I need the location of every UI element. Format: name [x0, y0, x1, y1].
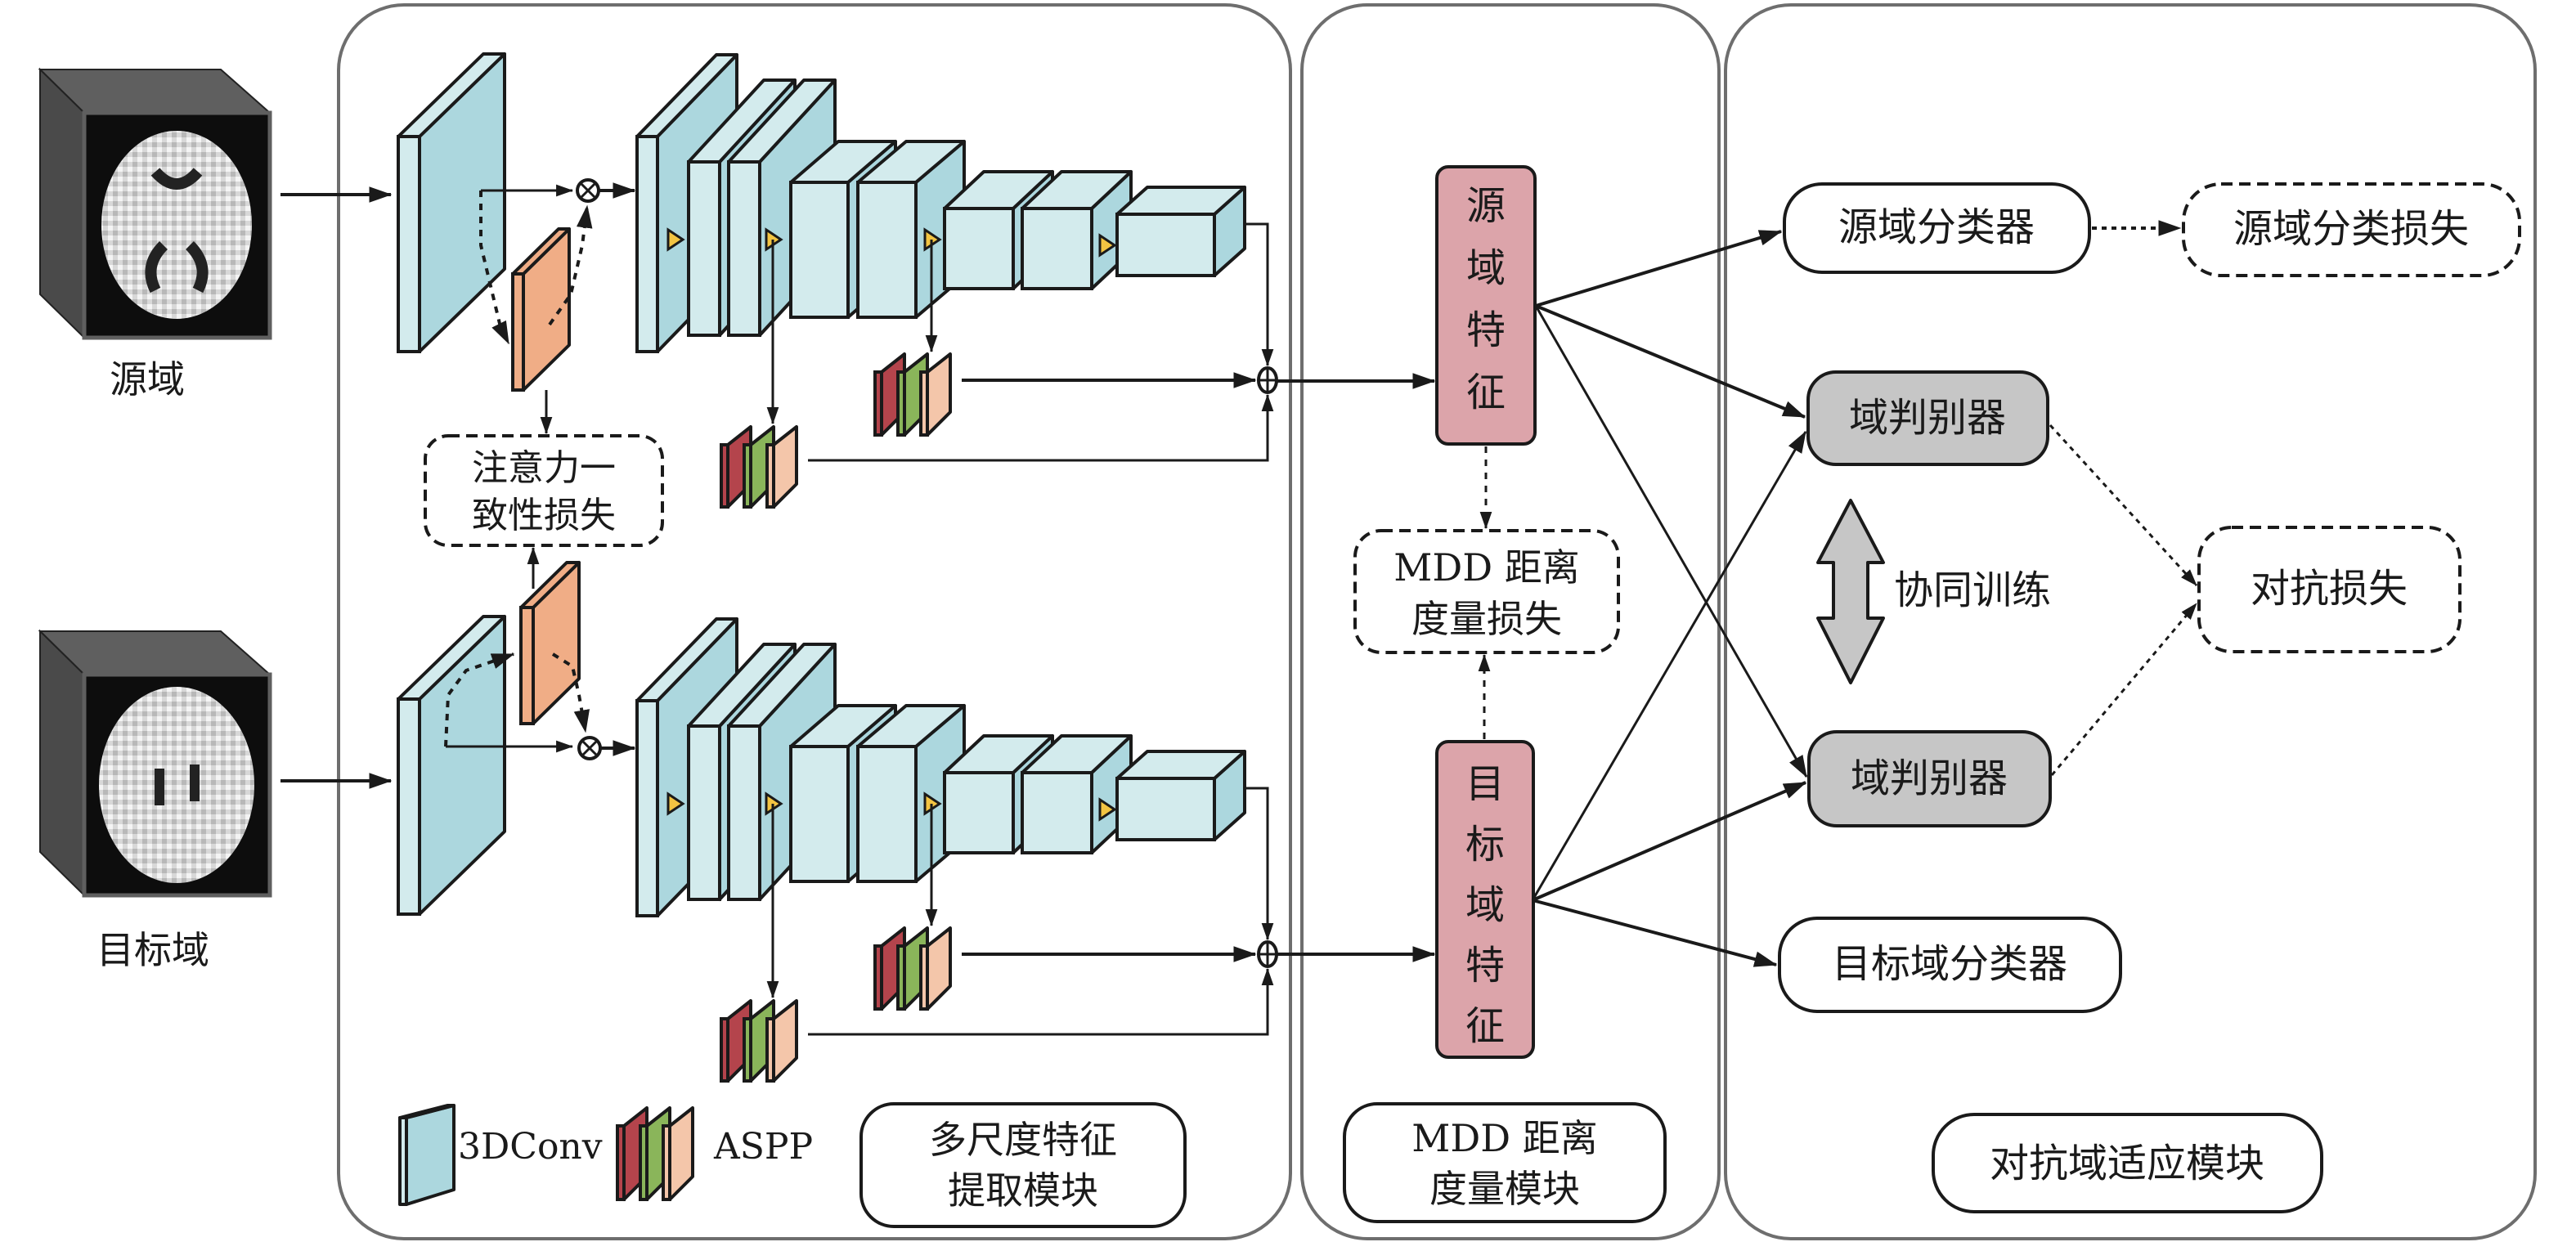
target-brain-volume: [38, 629, 272, 898]
pooling-marker-icon: [666, 227, 685, 252]
legend-3dconv-icon: [398, 1104, 456, 1206]
target-classifier-box: [1778, 917, 2122, 1013]
discriminator-2-to-adversarial-loss-arrow: [2050, 603, 2198, 776]
source-feature-box: [1435, 165, 1537, 446]
target-feature-to-discriminator-1-arrow: [1531, 430, 1807, 901]
mdd-title-line1: MDD 距离: [1411, 1116, 1597, 1160]
discriminator-1-to-adversarial-loss-arrow: [2049, 424, 2198, 587]
source-feature-to-discriminator-2-arrow: [1534, 305, 1808, 778]
deep-feature-to-fuse-arrow: [1245, 222, 1274, 367]
adversarial-loss-box: [2197, 526, 2462, 653]
legend-aspp-icon: [616, 1106, 694, 1201]
attention-dashed-return: [551, 652, 590, 733]
attention-map-slab: [519, 561, 581, 725]
legend-aspp-label: ASPP: [713, 1126, 813, 1168]
source-brain-volume: [38, 67, 272, 340]
feature-label-char: 源: [1466, 183, 1506, 229]
attention-dashed-return: [548, 204, 593, 326]
mdd-module-label-box: [1343, 1102, 1667, 1223]
source-feature-to-source-classifier-arrow: [1535, 230, 1783, 307]
feature-label-char: 征: [1466, 370, 1506, 415]
mdd-loss-box: [1353, 529, 1620, 654]
aspp-low-to-fuse-arrow: [808, 967, 1274, 1036]
pooling-marker-icon: [1098, 233, 1117, 258]
target-feature-to-discriminator-2-arrow: [1532, 781, 1807, 902]
domain-discriminator-2-box: [1807, 730, 2052, 827]
aspp-low-to-fuse-arrow: [808, 393, 1274, 462]
mdd-title-line2: 度量模块: [1429, 1167, 1580, 1211]
feature-extraction-title-line1: 多尺度特征: [929, 1118, 1117, 1162]
source-classification-loss-label: 源域分类损失: [2233, 206, 2469, 252]
feature-label-char: 特: [1465, 943, 1505, 989]
attention-dashed-path: [444, 652, 515, 747]
feature-label-char: 目: [1465, 761, 1505, 807]
attention-loss-line1: 注意力一: [472, 447, 616, 489]
feature-label-char: 特: [1466, 307, 1506, 353]
panel-feature-extraction: [337, 3, 1292, 1240]
legend-aspp-stack: [616, 1106, 694, 1201]
pooling-marker-icon: [666, 791, 685, 816]
co-training-label: 协同训练: [1894, 567, 2051, 613]
feature-extraction-module-label-box: [859, 1102, 1187, 1228]
feature-label-char: 征: [1465, 1003, 1505, 1049]
target-domain-label: 目标域: [96, 928, 209, 972]
attention-consistency-loss-box: [424, 434, 664, 547]
domain-discriminator-2-label: 域判别器: [1851, 756, 2008, 801]
source-classifier-label: 源域分类器: [1838, 204, 2035, 250]
adversarial-loss-label: 对抗损失: [2251, 566, 2408, 612]
pooling-marker-icon: [1098, 797, 1117, 822]
encoder-block-5: [856, 140, 966, 319]
aspp-branch-low: [720, 999, 798, 1083]
aspp-branch-high: [873, 352, 952, 437]
mdd-loss-line2: 度量损失: [1411, 597, 1562, 641]
domain-discriminator-1-label: 域判别器: [1849, 395, 2006, 441]
source-feature-to-discriminator-1-arrow: [1535, 304, 1806, 419]
attention-map-slab: [511, 227, 571, 392]
input-conv-slab: [397, 615, 506, 916]
feature-label-char: 域: [1466, 245, 1506, 291]
attention-dashed-path: [479, 191, 510, 345]
adversarial-module-title: 对抗域适应模块: [1990, 1141, 2264, 1186]
aspp-branch-low: [720, 425, 798, 509]
source-domain-label: 源域: [110, 357, 185, 401]
legend-3dconv-label: 3DConv: [458, 1126, 603, 1168]
source-feature-network: [397, 52, 1278, 509]
encoder-block-8: [1115, 750, 1246, 841]
adversarial-module-label-box: [1932, 1113, 2323, 1213]
fusion-add-operator-icon: [1257, 366, 1278, 394]
co-training-double-arrow-icon: [1816, 499, 1885, 684]
domain-discriminator-1-box: [1806, 370, 2049, 466]
feature-extraction-title-line2: 提取模块: [948, 1168, 1098, 1213]
feature-label-char: 域: [1465, 882, 1505, 928]
target-feature-to-target-classifier-arrow: [1532, 899, 1778, 967]
source-classification-loss-box: [2182, 182, 2521, 277]
multiply-operator-icon: [577, 736, 602, 760]
feature-label-char: 标: [1465, 822, 1505, 868]
source-classifier-box: [1783, 182, 2091, 274]
mdd-loss-line1: MDD 距离: [1393, 545, 1579, 590]
aspp-branch-high: [873, 926, 952, 1011]
multiply-operator-icon: [576, 178, 600, 203]
fusion-add-operator-icon: [1257, 940, 1278, 968]
encoder-block-8: [1115, 186, 1246, 277]
target-classifier-label: 目标域分类器: [1832, 941, 2067, 987]
deep-feature-to-fuse-arrow: [1245, 787, 1274, 941]
target-feature-network: [397, 561, 1278, 1083]
input-conv-slab: [397, 52, 506, 353]
attention-loss-line2: 致性损失: [472, 495, 616, 536]
